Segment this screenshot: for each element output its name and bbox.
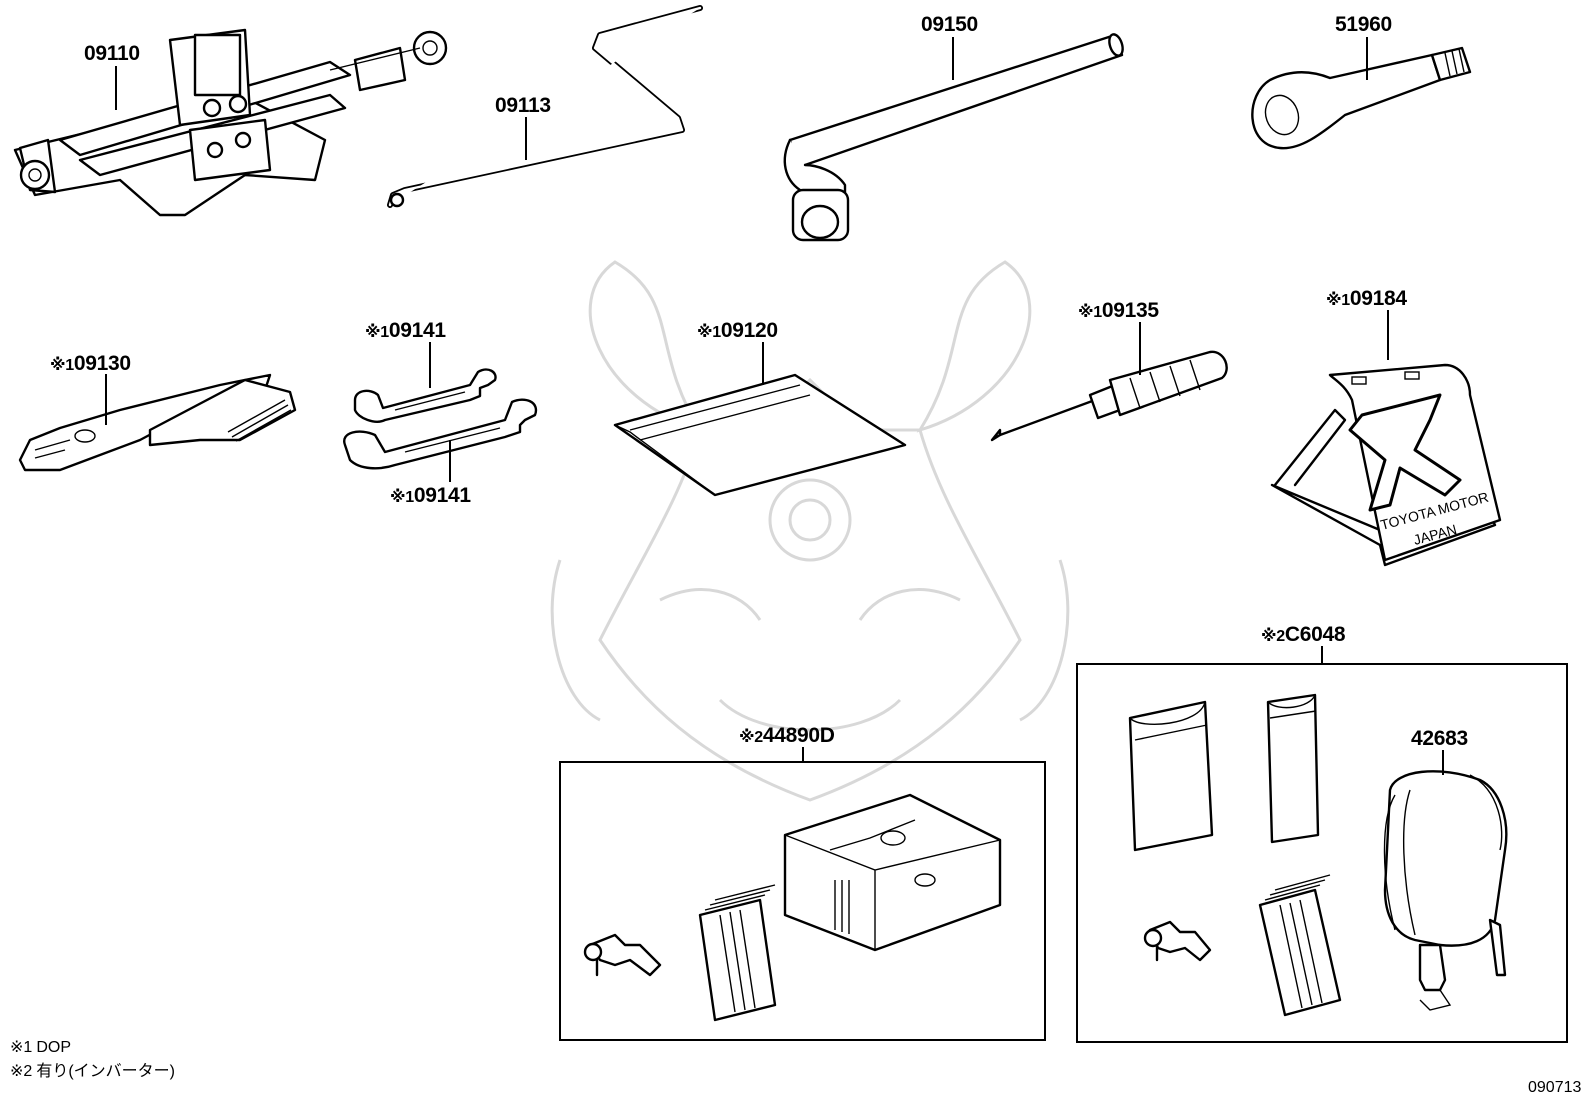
pliers-drawing <box>18 373 297 472</box>
wrench-upper-label: ※109141 <box>365 319 446 342</box>
inverter-kit-label: ※2C6048 <box>1261 623 1346 646</box>
lug-wrench-label: 09150 <box>921 13 978 36</box>
warning-triangle-label: ※109184 <box>1326 287 1407 310</box>
towing-eye-drawing <box>1251 46 1472 150</box>
warning-triangle-drawing: TOYOTA MOTOR JAPAN <box>1270 363 1502 567</box>
inverter-kit-box <box>1076 663 1568 1043</box>
wrench-lower-label: ※109141 <box>390 484 471 507</box>
repair-kit-label: ※244890D <box>739 724 835 747</box>
repair-kit-box <box>559 761 1046 1041</box>
jack-drawing <box>13 28 448 217</box>
tool-bag-drawing <box>613 373 907 497</box>
jack-handle-drawing <box>387 5 703 208</box>
compressor-label: 42683 <box>1411 727 1468 750</box>
jack-label: 09110 <box>84 42 140 65</box>
wrenches-drawing <box>343 368 538 470</box>
diagram-code: 090713 <box>1528 1079 1581 1096</box>
tool-bag-label: ※109120 <box>697 319 778 342</box>
compressor-drawing <box>1383 770 1508 1011</box>
inverter-kit-drawing <box>1128 693 1342 1017</box>
watermark-emblem <box>550 260 1070 802</box>
pliers-label: ※109130 <box>50 352 131 375</box>
jack-handle-label: 09113 <box>495 94 551 117</box>
screwdriver-drawing <box>990 350 1228 442</box>
towing-eye-label: 51960 <box>1335 13 1392 36</box>
lug-wrench-drawing <box>783 33 1124 242</box>
repair-kit-drawing <box>583 793 1002 1022</box>
screwdriver-label: ※109135 <box>1078 299 1159 322</box>
